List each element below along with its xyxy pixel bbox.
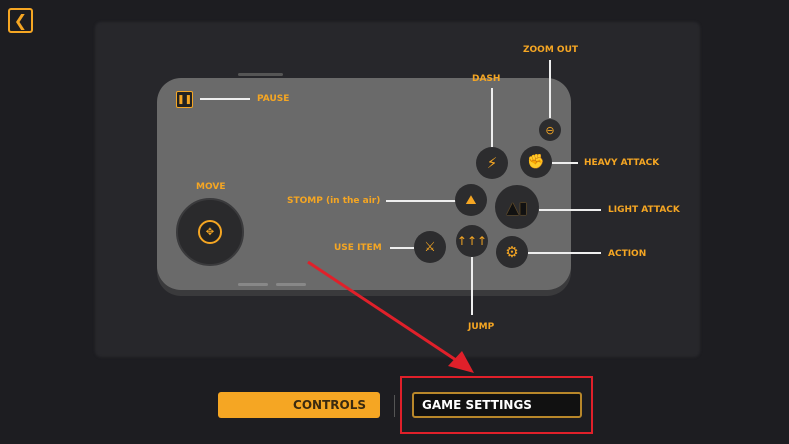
fist-icon: ✊ bbox=[527, 154, 545, 170]
heavy-attack-line bbox=[552, 162, 578, 164]
action-button[interactable]: ⚙ bbox=[496, 236, 528, 268]
action-label: ACTION bbox=[608, 249, 647, 259]
move-label: MOVE bbox=[196, 182, 226, 192]
dash-label: DASH bbox=[472, 74, 501, 84]
move-joystick[interactable]: ✥ bbox=[176, 198, 244, 266]
lightning-icon: ⚡ bbox=[486, 154, 498, 172]
light-attack-button[interactable]: ▲▮ bbox=[495, 185, 539, 229]
stomp-icon: ⛰ bbox=[465, 192, 477, 208]
phone-home-bar bbox=[276, 283, 306, 286]
pause-line bbox=[200, 98, 250, 100]
zoom-out-button[interactable]: ⊖ bbox=[539, 119, 561, 141]
phone-home-bar bbox=[238, 283, 268, 286]
jump-line bbox=[471, 257, 473, 315]
gear-icon: ⚙ bbox=[505, 243, 519, 261]
use-item-button[interactable]: ⚔ bbox=[414, 231, 446, 263]
jump-label: JUMP bbox=[468, 322, 495, 332]
use-item-line bbox=[390, 247, 414, 249]
tab-game-settings[interactable]: GAME SETTINGS bbox=[412, 392, 582, 418]
pause-button[interactable]: ❚❚ bbox=[176, 91, 193, 108]
light-attack-line bbox=[539, 209, 601, 211]
heavy-attack-label: HEAVY ATTACK bbox=[584, 158, 660, 168]
phone-notch bbox=[238, 73, 283, 76]
jump-arrows-icon: ↑↑↑ bbox=[456, 234, 488, 248]
zoom-out-icon: ⊖ bbox=[545, 123, 555, 137]
pause-icon: ❚❚ bbox=[176, 94, 193, 105]
tab-divider bbox=[394, 395, 395, 417]
highlight-box bbox=[400, 376, 593, 434]
use-item-label: USE ITEM bbox=[334, 243, 382, 253]
action-line bbox=[528, 252, 601, 254]
back-button[interactable]: ❮ bbox=[8, 8, 33, 33]
chevron-left-icon: ❮ bbox=[13, 11, 28, 30]
blade-icon: ▲▮ bbox=[506, 197, 528, 217]
tab-game-settings-label: GAME SETTINGS bbox=[422, 398, 532, 412]
zoom-out-label: ZOOM OUT bbox=[523, 45, 579, 55]
tab-controls[interactable]: CONTROLS bbox=[218, 392, 380, 418]
tab-controls-label: CONTROLS bbox=[293, 398, 366, 412]
item-icon: ⚔ bbox=[424, 239, 436, 255]
light-attack-label: LIGHT ATTACK bbox=[608, 205, 680, 215]
stomp-line bbox=[386, 200, 456, 202]
dpad-icon: ✥ bbox=[198, 220, 222, 244]
heavy-attack-button[interactable]: ✊ bbox=[520, 146, 552, 178]
stomp-button[interactable]: ⛰ bbox=[455, 184, 487, 216]
pause-label: PAUSE bbox=[257, 94, 290, 104]
dash-line bbox=[491, 88, 493, 148]
stomp-label: STOMP (in the air) bbox=[287, 196, 381, 206]
jump-button[interactable]: ↑↑↑ bbox=[456, 225, 488, 257]
zoom-out-line bbox=[549, 60, 551, 118]
dash-button[interactable]: ⚡ bbox=[476, 147, 508, 179]
